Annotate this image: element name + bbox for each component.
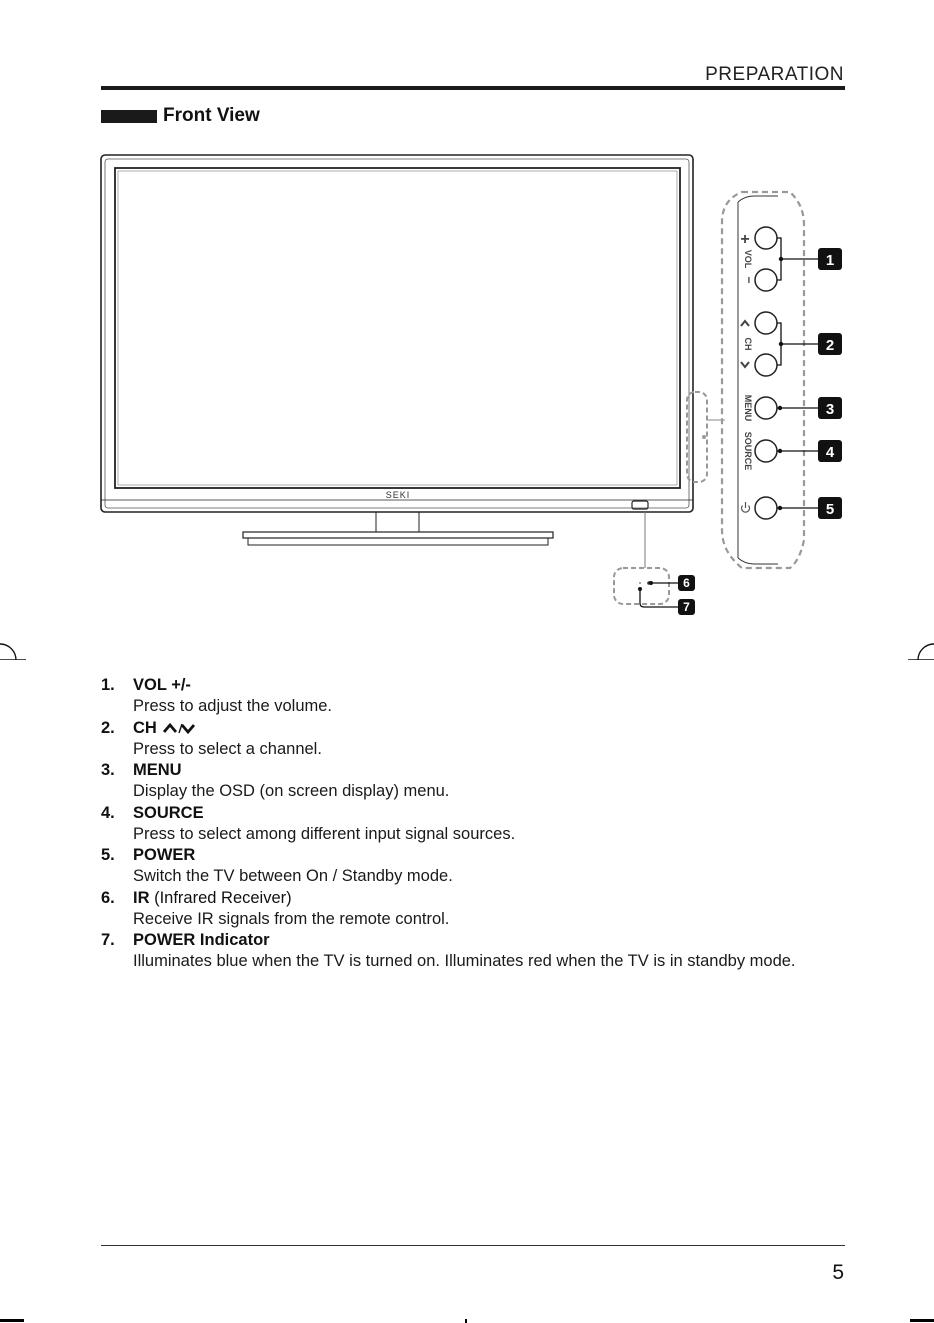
svg-text:5: 5 xyxy=(826,501,834,518)
svg-text:6: 6 xyxy=(683,576,690,590)
svg-text:4: 4 xyxy=(826,444,835,461)
ir-window xyxy=(631,500,649,510)
item-number: 4. xyxy=(101,803,115,822)
ir-zoom-outline xyxy=(613,567,670,605)
item-description: Receive IR signals from the remote contr… xyxy=(133,909,450,928)
section-header-label: PREPARATION xyxy=(705,64,844,85)
side-buttons-outline xyxy=(686,391,708,483)
list-item: 1. VOL +/- Press to adjust the volume. xyxy=(101,675,861,718)
item-description: Press to select a channel. xyxy=(133,739,322,758)
ch-up-button[interactable] xyxy=(754,311,778,335)
list-item: 5. POWER Switch the TV between On / Stan… xyxy=(101,845,861,888)
tv-stand-base xyxy=(242,531,554,539)
ch-up-chevron-icon xyxy=(740,319,750,327)
svg-text:1: 1 xyxy=(826,252,834,269)
ch-down-chevron-icon xyxy=(740,361,750,369)
vol-plus-button[interactable] xyxy=(754,226,778,250)
chevron-up-down-icon xyxy=(163,723,196,735)
svg-text:7: 7 xyxy=(683,600,690,614)
menu-label: MENU xyxy=(743,395,753,422)
crop-mark-bottom-center xyxy=(465,1319,467,1323)
item-number: 5. xyxy=(101,846,115,864)
vol-minus-button[interactable] xyxy=(754,268,778,292)
power-button[interactable] xyxy=(754,496,778,520)
item-title: VOL +/- xyxy=(133,676,191,694)
item-number: 3. xyxy=(101,761,115,779)
brand-label: SEKI xyxy=(386,490,411,500)
callout-2: 2 xyxy=(818,333,842,355)
item-title: POWER xyxy=(133,846,196,864)
svg-text:2: 2 xyxy=(826,337,834,354)
ch-label: CH xyxy=(743,338,753,351)
callout-1: 1 xyxy=(818,248,842,270)
footer-rule xyxy=(101,1245,845,1246)
vol-plus-label: + xyxy=(740,231,749,248)
item-title: CH xyxy=(133,718,157,737)
item-number: 2. xyxy=(101,718,115,737)
tv-bezel xyxy=(100,154,694,513)
crop-mark-bottom-left xyxy=(0,1319,24,1322)
source-button[interactable] xyxy=(754,439,778,463)
item-number: 1. xyxy=(101,676,115,694)
item-title: SOURCE xyxy=(133,803,204,822)
item-description: Press to adjust the volume. xyxy=(133,697,333,715)
callout-5: 5 xyxy=(818,497,842,519)
list-item: 4. SOURCE Press to select among differen… xyxy=(101,803,861,846)
callout-7: 7 xyxy=(678,599,695,615)
vol-label: VOL xyxy=(743,250,753,269)
tv-screen xyxy=(114,167,681,489)
tv-illustration: SEKI xyxy=(100,154,725,605)
power-symbol-icon xyxy=(740,502,751,513)
callout-4: 4 xyxy=(818,440,842,462)
list-item: 7. POWER Indicator Illuminates blue when… xyxy=(101,930,861,973)
list-item: 2. CH Press to select a channel. xyxy=(101,718,861,761)
side-control-panel: + VOL − CH MENU SOURCE xyxy=(638,190,842,615)
item-title: IR xyxy=(133,888,150,907)
vol-minus-label: − xyxy=(742,276,756,283)
tv-front-view-diagram: SEKI + VOL − xyxy=(0,154,934,660)
item-description: Display the OSD (on screen display) menu… xyxy=(133,782,450,800)
callout-6: 6 xyxy=(678,575,695,591)
item-title: MENU xyxy=(133,761,182,779)
item-suffix: (Infrared Receiver) xyxy=(149,888,292,907)
control-descriptions-list: 1. VOL +/- Press to adjust the volume. 2… xyxy=(101,675,861,973)
page-number: 5 xyxy=(832,1261,844,1284)
crop-mark-bottom-right xyxy=(910,1319,934,1322)
list-item: 6. IR (Infrared Receiver) Receive IR sig… xyxy=(101,888,861,931)
item-number: 7. xyxy=(101,931,115,949)
list-item: 3. MENU Display the OSD (on screen displ… xyxy=(101,760,861,803)
item-description: Press to select among different input si… xyxy=(133,824,516,843)
item-description: Switch the TV between On / Standby mode. xyxy=(133,867,453,885)
section-marker-bar xyxy=(101,110,157,123)
item-description: Illuminates blue when the TV is turned o… xyxy=(133,952,796,970)
svg-text:3: 3 xyxy=(826,401,834,418)
section-title: Front View xyxy=(163,105,260,126)
item-number: 6. xyxy=(101,888,115,907)
header-rule xyxy=(101,86,845,90)
registration-mark-left xyxy=(0,643,26,660)
item-title: POWER Indicator xyxy=(133,931,270,949)
callout-3: 3 xyxy=(818,397,842,419)
menu-button[interactable] xyxy=(754,396,778,420)
source-label: SOURCE xyxy=(743,432,753,471)
ch-down-button[interactable] xyxy=(754,353,778,377)
registration-mark-right xyxy=(908,643,934,660)
